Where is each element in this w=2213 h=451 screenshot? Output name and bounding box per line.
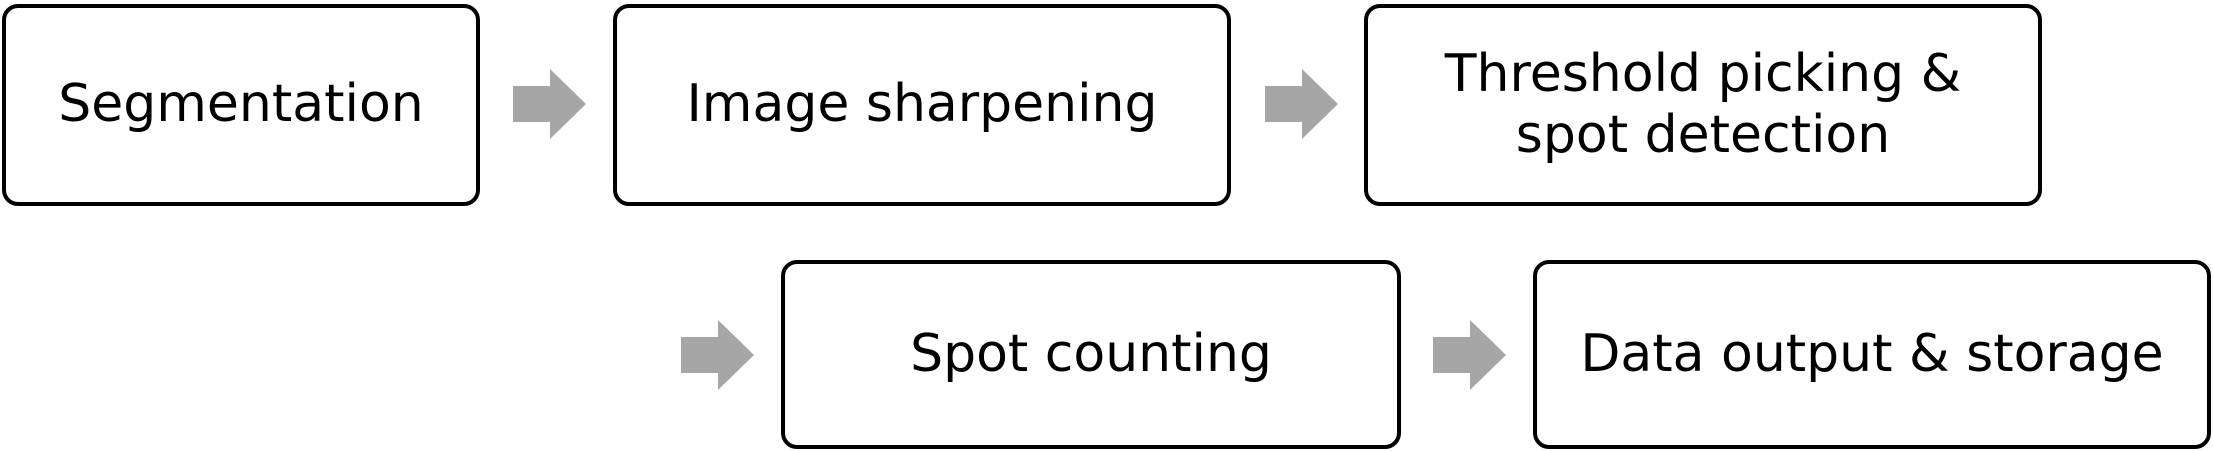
step-threshold-picking-box: Threshold picking & spot detection bbox=[1364, 4, 2042, 206]
right-arrow-icon bbox=[1433, 320, 1506, 390]
step-image-sharpening-box: Image sharpening bbox=[613, 4, 1231, 206]
right-arrow-icon bbox=[513, 69, 586, 139]
step-label: Data output & storage bbox=[1580, 323, 2164, 384]
step-label: Image sharpening bbox=[686, 74, 1158, 135]
step-segmentation-box: Segmentation bbox=[2, 4, 480, 206]
step-label: Spot counting bbox=[910, 323, 1272, 384]
right-arrow-icon bbox=[681, 320, 754, 390]
step-spot-counting-box: Spot counting bbox=[781, 260, 1401, 449]
step-label: Threshold picking & spot detection bbox=[1444, 43, 1962, 165]
right-arrow-icon bbox=[1265, 69, 1338, 139]
step-data-output-box: Data output & storage bbox=[1533, 260, 2211, 449]
step-label: Segmentation bbox=[58, 74, 424, 135]
